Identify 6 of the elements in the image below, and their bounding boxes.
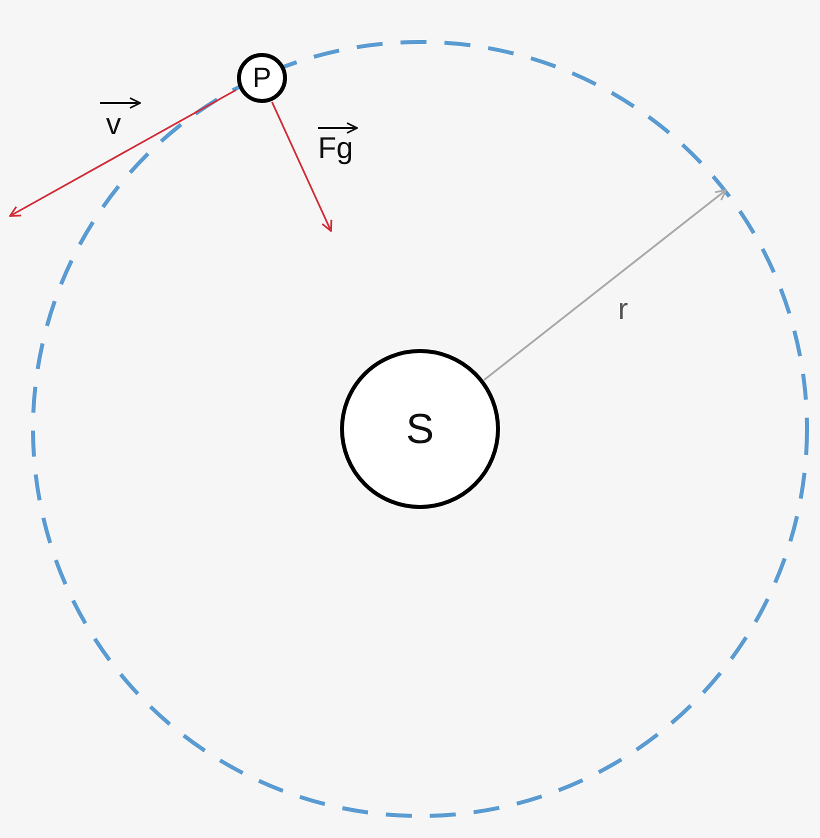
vector-label: Fg: [318, 134, 354, 164]
body-label: S: [406, 408, 434, 450]
body-circle: [237, 53, 287, 103]
vector-label: v: [106, 110, 121, 140]
dimension-label: r: [618, 295, 628, 325]
body-label: P: [252, 64, 272, 92]
